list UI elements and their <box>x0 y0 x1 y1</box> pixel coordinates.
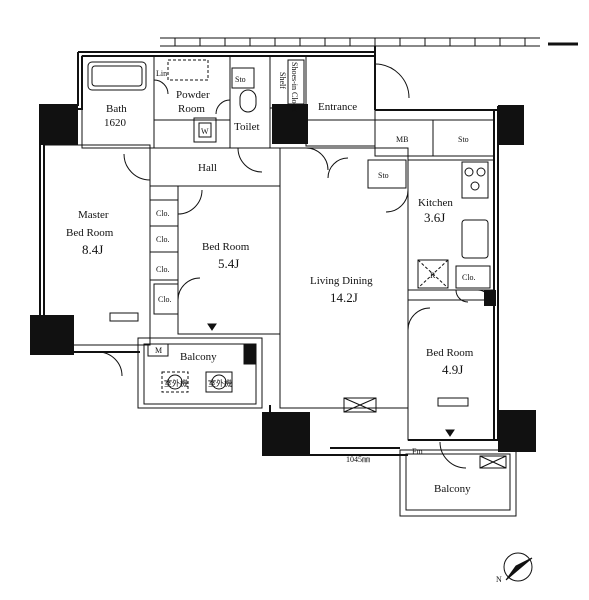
kitchen <box>407 159 495 291</box>
sto-mb-label: Sto <box>458 135 469 144</box>
meter-box <box>147 343 169 357</box>
master-label-1: Master <box>78 209 109 221</box>
sto-box <box>231 67 255 89</box>
entrance-label: Entrance <box>318 101 357 113</box>
structural-columns <box>30 104 536 456</box>
clo-label-4: Clo. <box>158 295 172 304</box>
mb-label: MB <box>396 135 408 144</box>
toilet-room <box>229 55 271 149</box>
bedroom-1-size: 5.4J <box>218 256 239 271</box>
sto-box-top <box>432 119 495 157</box>
entrance <box>305 55 376 147</box>
floor-vent <box>343 397 377 413</box>
shelf-label: Shelf <box>278 72 287 89</box>
lin-label: Lin <box>156 69 167 78</box>
compass-label: N <box>496 575 502 584</box>
compass-icon <box>503 552 533 582</box>
bath-room <box>81 55 155 149</box>
balcony-1 <box>137 337 263 409</box>
washer-space <box>193 117 217 143</box>
sto-box-kitchen <box>367 159 407 189</box>
living-label: Living Dining <box>310 275 373 287</box>
clo-label-1: Clo. <box>156 209 170 218</box>
bedroom-1-label: Bed Room <box>202 241 250 253</box>
entry-marker-balcony-2 <box>445 429 455 437</box>
fm-label: Fm <box>412 447 423 456</box>
sto-kitchen-label: Sto <box>378 171 389 180</box>
dimension-label: 1045㎜ <box>346 455 370 464</box>
kitchen-size: 3.6J <box>424 210 445 225</box>
ac-unit-b-label: 室外機 <box>208 378 232 388</box>
hall-label: Hall <box>198 162 217 174</box>
entry-marker-balcony-1 <box>207 323 217 331</box>
bedroom-2-label: Bed Room <box>426 347 474 359</box>
ac-unit-a-label: 室外機 <box>164 378 188 388</box>
stove <box>461 161 489 199</box>
living-size: 14.2J <box>330 290 358 305</box>
balcony-2-label: Balcony <box>434 483 471 495</box>
clo-kitchen-label: Clo. <box>462 273 476 282</box>
balcony-2-vent <box>479 455 507 469</box>
powder-label-1: Powder <box>176 89 210 101</box>
meter-label: M <box>155 346 162 355</box>
vanity <box>167 59 209 81</box>
toilet-label: Toilet <box>234 121 260 133</box>
shoes-closet-label: Shoes-in Closet <box>290 62 299 113</box>
ac-outdoor-unit-b <box>205 371 233 393</box>
bathtub <box>87 61 147 91</box>
bath-size: 1620 <box>104 117 127 129</box>
ac-outdoor-unit-a <box>161 371 189 393</box>
kitchen-label: Kitchen <box>418 197 453 209</box>
clo-label-2: Clo. <box>156 235 170 244</box>
bedroom-2-size: 4.9J <box>442 362 463 377</box>
ac-unit-bedroom-2 <box>437 397 469 407</box>
w-label: W <box>201 127 209 136</box>
fridge-space <box>417 259 449 289</box>
sto-powder-label: Sto <box>235 75 246 84</box>
master-label-2: Bed Room <box>66 227 114 239</box>
powder-label-2: Room <box>178 103 205 115</box>
top-railing <box>160 37 540 47</box>
closet-kitchen <box>455 265 491 289</box>
balcony-2 <box>399 449 517 517</box>
ac-unit-master <box>109 312 139 322</box>
door-swings <box>97 63 491 469</box>
bedroom-2 <box>407 299 495 441</box>
bath-label: Bath <box>106 103 127 115</box>
master-size: 8.4J <box>82 242 103 257</box>
balcony-1-label: Balcony <box>180 351 217 363</box>
sink <box>461 219 489 259</box>
r-label: R <box>430 271 436 280</box>
clo-label-3: Clo. <box>156 265 170 274</box>
toilet-bowl <box>239 89 257 113</box>
